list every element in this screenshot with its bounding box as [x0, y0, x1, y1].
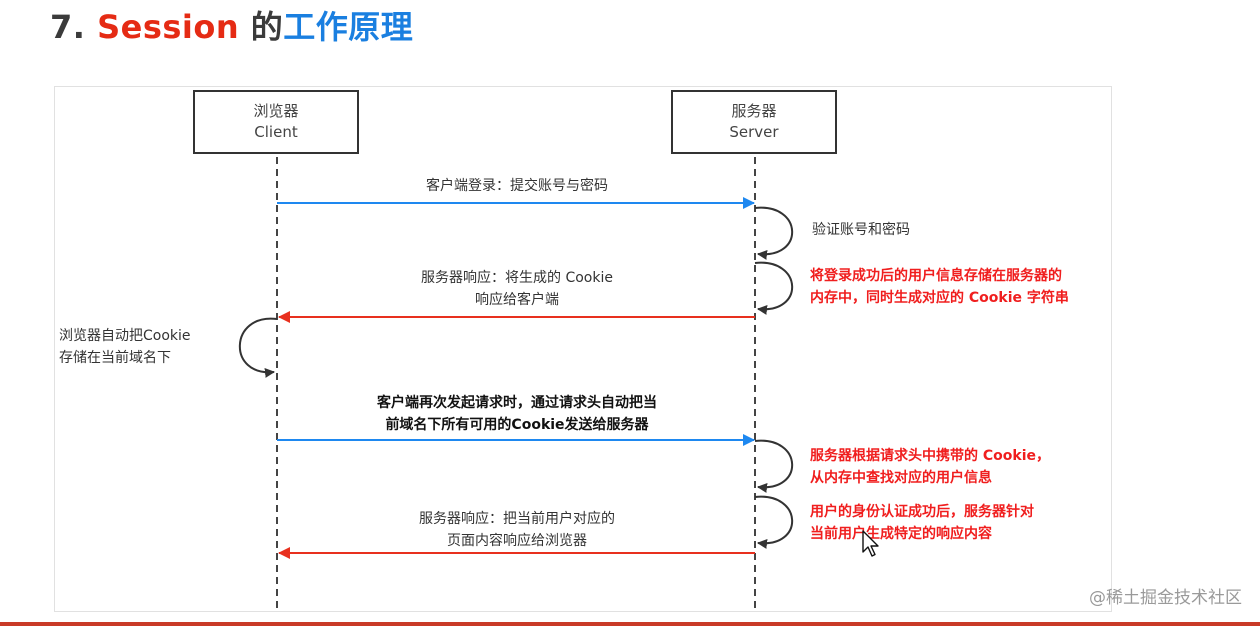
browser-store-self-loop	[238, 317, 278, 378]
store-note: 将登录成功后的用户信息存储在服务器的 内存中，同时生成对应的 Cookie 字符…	[810, 265, 1069, 309]
bottom-accent-bar	[0, 622, 1260, 626]
store-note-line1: 将登录成功后的用户信息存储在服务器的	[810, 268, 1062, 284]
client-actor-label: Client	[254, 123, 298, 141]
sequence-diagram: 浏览器 Client 服务器 Server 客户端登录：提交账号与密码 服务器响…	[54, 86, 1112, 612]
diagram-lines	[238, 157, 794, 611]
browser-store-note-line2: 存储在当前域名下	[59, 350, 171, 366]
cookie-response-label-line2: 响应给客户端	[475, 292, 559, 308]
verify-self-loop	[754, 206, 794, 260]
browser-store-note-line1: 浏览器自动把Cookie	[59, 328, 191, 344]
cookie-request-label-line2: 前域名下所有可用的Cookie发送给服务器	[385, 417, 649, 433]
store-self-loop	[754, 261, 794, 315]
title-number: 7.	[50, 8, 86, 46]
verify-note: 验证账号和密码	[812, 222, 910, 238]
lookup-note-line1: 服务器根据请求头中携带的 Cookie，	[810, 448, 1050, 464]
cookie-response-label-line1: 服务器响应：将生成的 Cookie	[421, 270, 613, 286]
title-rest: 工作原理	[283, 8, 414, 46]
watermark: @稀土掘金技术社区	[1089, 588, 1242, 608]
auth-note-line2: 当前用户生成特定的响应内容	[810, 526, 992, 542]
store-note-line2: 内存中，同时生成对应的 Cookie 字符串	[810, 290, 1069, 306]
title-middle: 的	[250, 8, 284, 46]
auth-self-loop	[754, 495, 794, 549]
cookie-request-label: 客户端再次发起请求时，通过请求头自动把当 前域名下所有可用的Cookie发送给服…	[287, 392, 747, 436]
page-title: 7. Session 的工作原理	[50, 2, 413, 48]
auth-note-line1: 用户的身份认证成功后，服务器针对	[810, 504, 1034, 520]
server-actor-name: 服务器	[731, 102, 777, 120]
client-actor-box: 浏览器 Client	[193, 90, 359, 154]
lookup-note: 服务器根据请求头中携带的 Cookie， 从内存中查找对应的用户信息	[810, 445, 1050, 489]
server-actor-box: 服务器 Server	[671, 90, 837, 154]
title-keyword: Session	[97, 8, 240, 46]
cookie-request-label-line1: 客户端再次发起请求时，通过请求头自动把当	[377, 395, 657, 411]
lookup-self-loop	[754, 439, 794, 493]
page-response-label: 服务器响应：把当前用户对应的 页面内容响应给浏览器	[317, 508, 717, 552]
page-response-label-line1: 服务器响应：把当前用户对应的	[419, 511, 615, 527]
page-response-label-line2: 页面内容响应给浏览器	[447, 533, 587, 549]
mouse-pointer-icon	[862, 530, 879, 557]
browser-store-note: 浏览器自动把Cookie 存储在当前域名下	[59, 325, 191, 369]
server-actor-label: Server	[729, 123, 779, 141]
auth-note: 用户的身份认证成功后，服务器针对 当前用户生成特定的响应内容	[810, 501, 1034, 545]
login-request-label: 客户端登录：提交账号与密码	[426, 178, 608, 194]
client-actor-name: 浏览器	[253, 102, 299, 120]
cookie-response-label: 服务器响应：将生成的 Cookie 响应给客户端	[317, 267, 717, 311]
lookup-note-line2: 从内存中查找对应的用户信息	[810, 470, 992, 486]
